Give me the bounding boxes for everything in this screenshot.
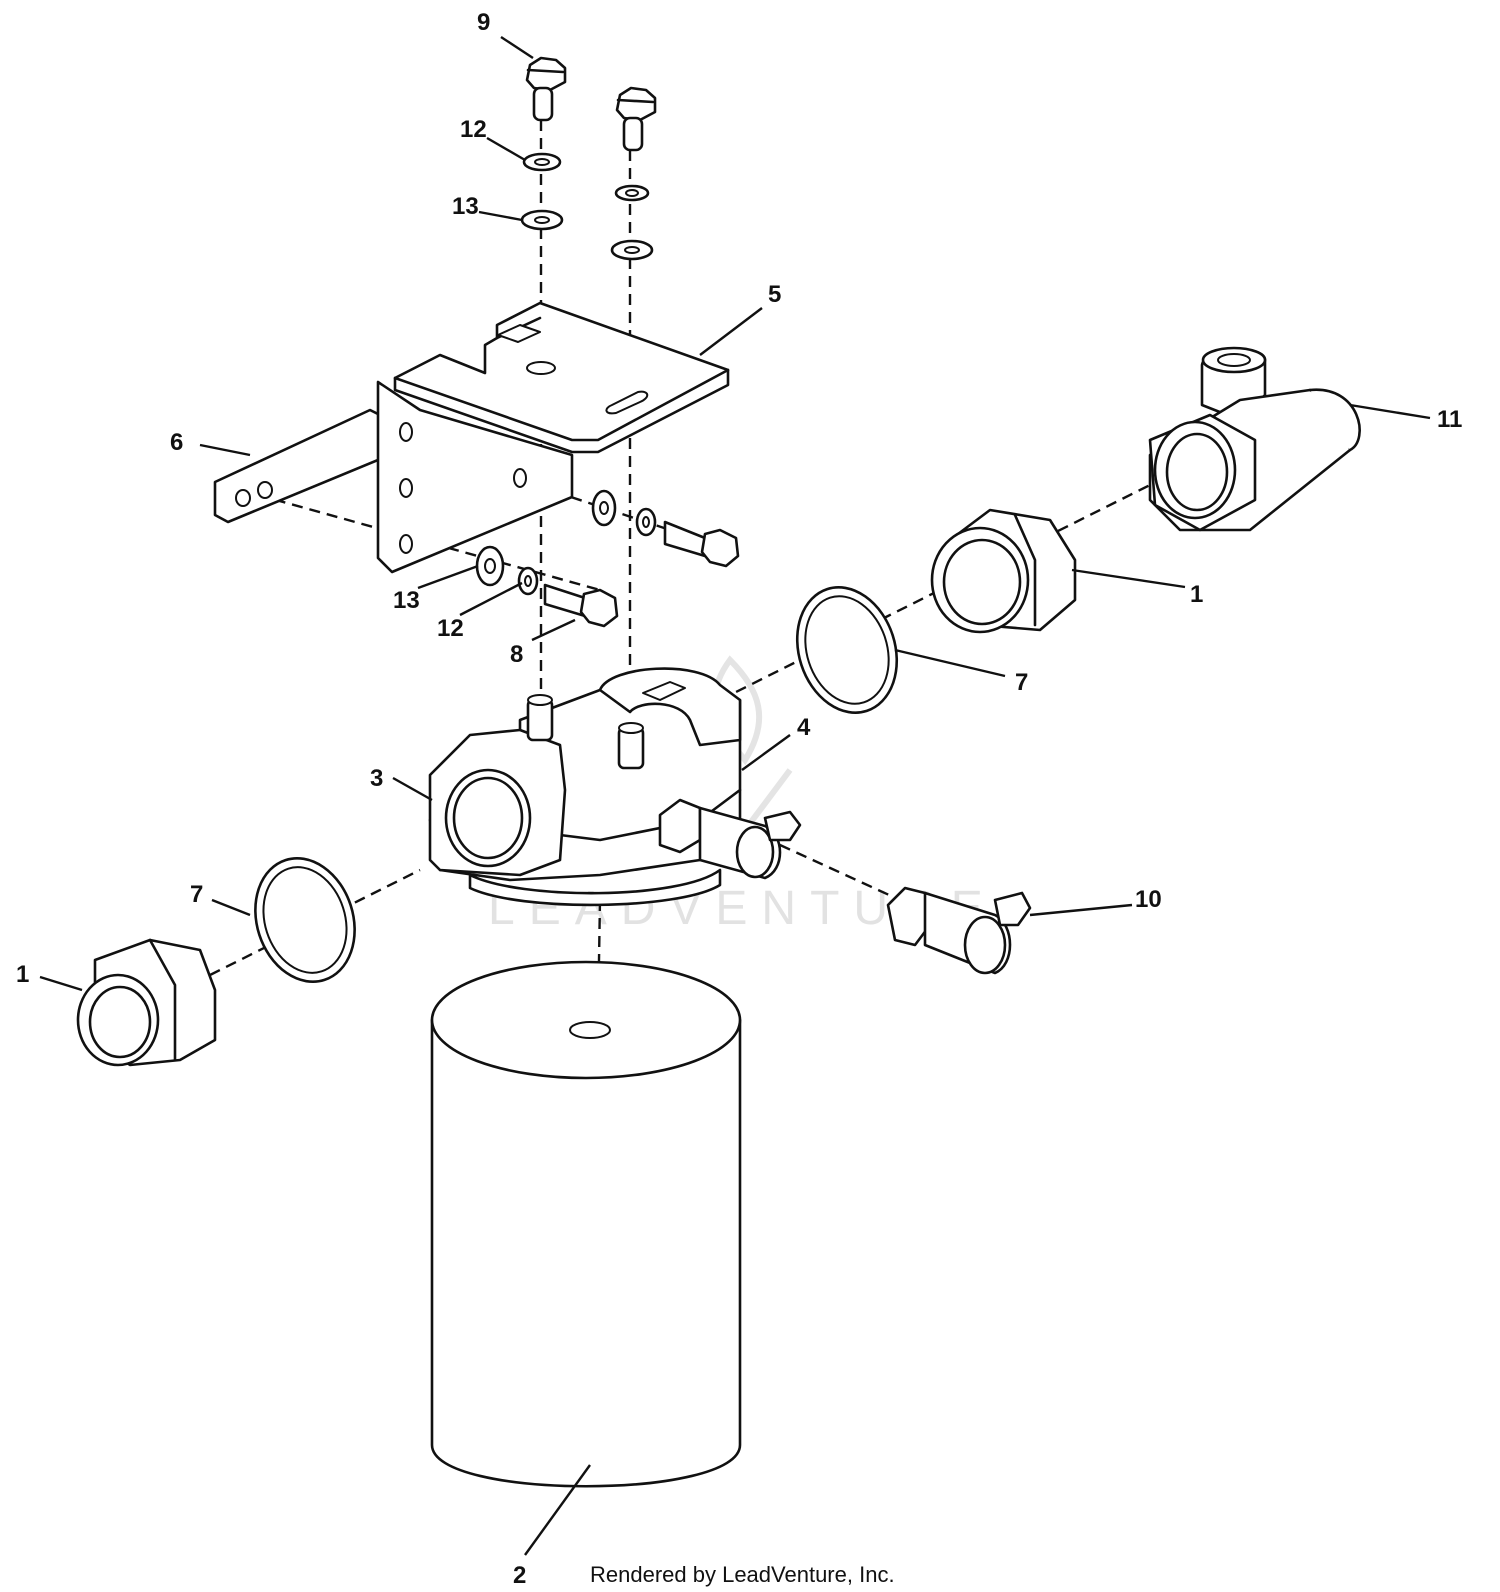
callout-8: 8 (510, 641, 523, 668)
filter-element (430, 960, 742, 1488)
lock-washer-top-left (522, 152, 562, 172)
bolt-side-right (663, 520, 740, 568)
indicator-switch (886, 886, 1032, 975)
callout-1-left: 1 (16, 961, 29, 988)
callout-12-side: 12 (437, 615, 464, 642)
flat-washer-side-right (591, 489, 617, 527)
bolt-side-left (543, 583, 619, 628)
o-ring-left (254, 856, 356, 984)
lock-washer-side-right (635, 507, 657, 537)
elbow-fitting (1148, 346, 1361, 532)
callout-12-top: 12 (460, 116, 487, 143)
callout-7-left: 7 (190, 881, 203, 908)
flat-washer-top-left (520, 209, 564, 231)
mounting-bracket (376, 301, 730, 574)
adapter-fitting-left (76, 938, 217, 1067)
callout-1-right: 1 (1190, 581, 1203, 608)
callout-13-top: 13 (452, 193, 479, 220)
callout-7-right: 7 (1015, 669, 1028, 696)
callout-4: 4 (797, 714, 811, 741)
callouts: 9 12 13 5 6 11 1 13 12 8 7 4 3 7 10 1 2 (16, 9, 1462, 1589)
callout-5: 5 (768, 281, 781, 308)
callout-3: 3 (370, 765, 383, 792)
credit-text: Rendered by LeadVenture, Inc. (590, 1562, 895, 1587)
o-ring-right (795, 586, 899, 714)
callout-13-side: 13 (393, 587, 420, 614)
callout-9: 9 (477, 9, 490, 36)
callout-2: 2 (513, 1562, 526, 1589)
filter-head (428, 667, 742, 907)
callout-11: 11 (1437, 406, 1462, 433)
leader-lines (39, 35, 1431, 1556)
restriction-indicator (658, 798, 802, 880)
lock-washer-top-right (614, 184, 650, 202)
bolt-top-left (525, 56, 567, 122)
flat-washer-side-left (475, 545, 505, 587)
callout-6: 6 (170, 429, 183, 456)
flat-washer-top-right (610, 239, 654, 261)
adapter-fitting-right (930, 508, 1077, 634)
bolt-top-right (615, 86, 657, 152)
mounting-strap (213, 408, 392, 524)
callout-10: 10 (1135, 886, 1162, 913)
lock-washer-side-left (517, 566, 539, 596)
